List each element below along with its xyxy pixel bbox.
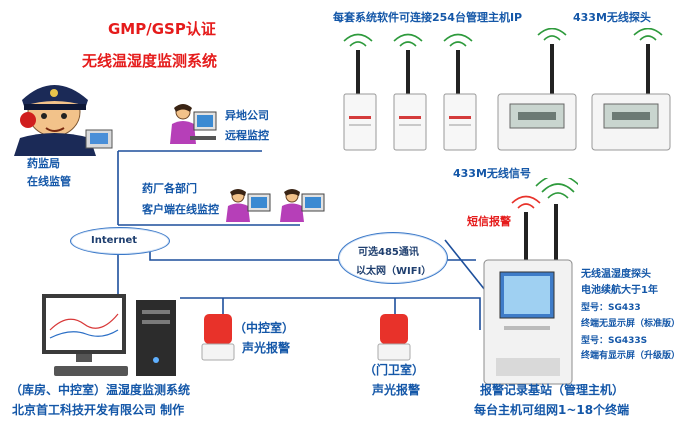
probe-sg433s-unit — [497, 28, 577, 151]
control-room-alarm-label: 声光报警 — [242, 341, 291, 355]
probe-spec-title: 无线温湿度探头 — [581, 269, 651, 280]
gate-room-alarm-label: 声光报警 — [372, 383, 421, 397]
diagram-title: GMP/GSP认证 — [108, 20, 216, 38]
base-station-label: 报警记录基站（管理主机） — [480, 383, 625, 397]
alarm-siren-icon — [201, 314, 235, 361]
control-room-label: （中控室） — [234, 321, 295, 335]
base-station-icon — [483, 178, 578, 385]
sms-alarm-label: 短信报警 — [467, 215, 511, 228]
departments-sublabel: 客户端在线监控 — [142, 203, 219, 216]
pc-system-label: （库房、中控室）温湿度监测系统 — [10, 383, 191, 397]
probe-spec-battery: 电池续航大于1年 — [581, 285, 658, 296]
probe-sg433-unit — [343, 33, 377, 151]
remote-company-sublabel: 远程监控 — [225, 129, 269, 142]
network-basestation-diag — [444, 239, 486, 291]
probe-sg433-unit — [393, 33, 427, 151]
alarm-bus-link — [180, 297, 481, 330]
probe-model-sg433s-desc: 终端有显示屏（升级版） — [581, 351, 680, 361]
alarm-siren-icon — [377, 314, 411, 361]
probe-sg433s-unit — [591, 28, 671, 151]
probe-sg433-unit — [443, 33, 477, 151]
bureau-sublabel: 在线监管 — [27, 175, 71, 188]
software-capacity-note: 每套系统软件可连接254台管理主机IP — [333, 11, 523, 24]
department-operator-icon — [226, 189, 271, 222]
probe-model-sg433: 型号：SG433 — [581, 303, 641, 313]
probe-model-sg433s: 型号：SG433S — [581, 336, 648, 346]
wireless-signal-label: 433M无线信号 — [453, 167, 531, 180]
network-cloud — [338, 232, 448, 284]
network-cloud-line1: 可选485通讯 — [358, 247, 419, 258]
pc-system-credit: 北京首工科技开发有限公司 制作 — [12, 403, 185, 417]
internet-label: Internet — [91, 235, 138, 246]
probe-model-sg433-desc: 终端无显示屏（标准版） — [581, 319, 680, 329]
base-station-sublabel: 每台主机可组网1~18个终端 — [474, 403, 630, 417]
remote-company-label: 异地公司 — [225, 109, 269, 122]
monitoring-pc-icon — [42, 294, 176, 376]
internet-network-link — [149, 240, 350, 261]
departments-label: 药厂各部门 — [142, 182, 197, 195]
gate-room-label: （门卫室） — [364, 363, 425, 377]
probe-sg433-group — [343, 33, 477, 151]
bureau-officer-icon — [14, 85, 113, 156]
probe-sg433s-group — [497, 28, 671, 151]
internet-cloud — [70, 227, 170, 255]
bureau-label: 药监局 — [27, 157, 60, 170]
probe-433m-label: 433M无线探头 — [573, 11, 651, 24]
network-cloud-line2: 以太网（WIFI） — [356, 266, 432, 277]
department-operator-icon-2 — [280, 189, 325, 222]
diagram-subtitle: 无线温湿度监测系统 — [82, 52, 218, 70]
remote-operator-icon — [170, 104, 217, 144]
